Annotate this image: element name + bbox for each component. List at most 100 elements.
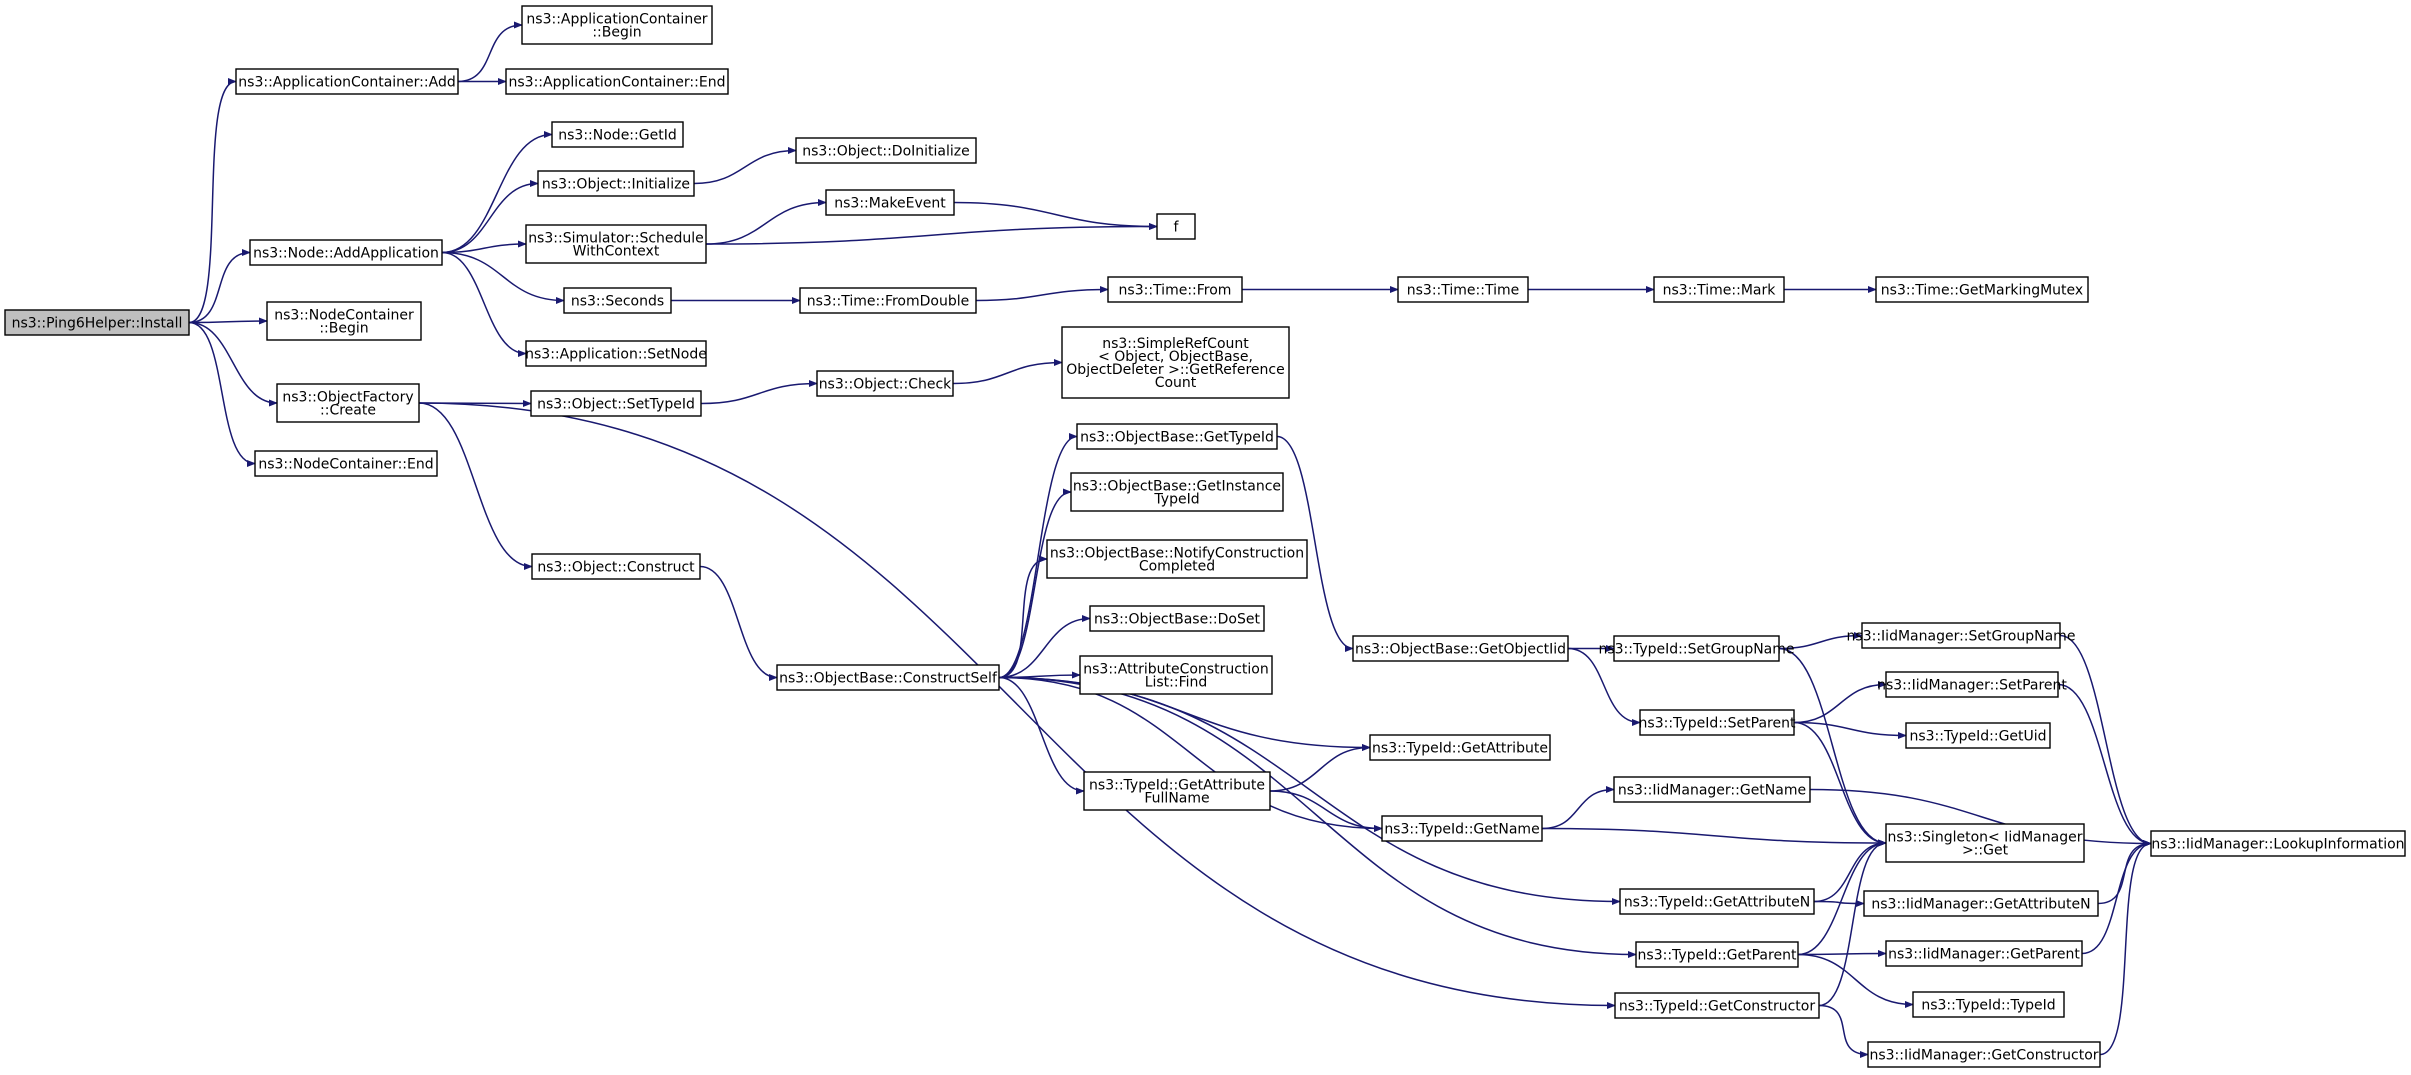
node-box	[4, 309, 190, 336]
node-ns3-typeid-setgroupname[interactable]: ns3::TypeId::SetGroupName	[1598, 635, 1795, 662]
node-ns3-objectbase-notifyconstruction-completed[interactable]: ns3::ObjectBase::NotifyConstructionCompl…	[1046, 539, 1308, 579]
node-ns3-object-initialize[interactable]: ns3::Object::Initialize	[537, 170, 695, 197]
node-box	[1070, 472, 1284, 512]
edge-tid_getparent-to-tid_typeid	[1797, 953, 1914, 1009]
node-ns3-typeid-getuid[interactable]: ns3::TypeId::GetUid	[1905, 722, 2051, 749]
node-ns3-iidmanager-getname[interactable]: ns3::IidManager::GetName	[1613, 776, 1811, 803]
node-ns3-applicationcontainer-begin[interactable]: ns3::ApplicationContainer::Begin	[521, 5, 713, 45]
node-box	[1369, 734, 1551, 761]
edge-ob_constructself-to-ob_getinstance	[998, 488, 1072, 679]
node-ns3-node-addapplication[interactable]: ns3::Node::AddApplication	[249, 239, 443, 266]
node-box	[1083, 771, 1271, 811]
node-ns3-object-construct[interactable]: ns3::Object::Construct	[531, 553, 701, 580]
edge-tid_setparent-to-singleton_get	[1793, 721, 1887, 847]
node-ns3-time-from[interactable]: ns3::Time::From	[1107, 276, 1243, 303]
node-label: ns3::TypeId::GetName	[1384, 822, 1539, 838]
node-ns3-time-getmarkingmutex[interactable]: ns3::Time::GetMarkingMutex	[1875, 276, 2089, 303]
node-box	[276, 383, 420, 423]
node-ns3-object-settypeid[interactable]: ns3::Object::SetTypeId	[530, 390, 702, 417]
node-box	[266, 301, 422, 341]
node-box	[249, 239, 443, 266]
node-ns3-objectbase-gettypeid[interactable]: ns3::ObjectBase::GetTypeId	[1076, 423, 1278, 450]
function-nodes: ns3::Ping6Helper::Installns3::Applicatio…	[4, 5, 2406, 1068]
node-box	[816, 370, 954, 397]
node-label: ns3::NodeContainer::End	[258, 457, 433, 473]
node-ns3-objectbase-doset[interactable]: ns3::ObjectBase::DoSet	[1089, 605, 1265, 632]
node-label: ObjectDeleter >::GetReference	[1066, 362, 1284, 378]
node-label: ns3::ObjectBase::GetTypeId	[1080, 430, 1274, 446]
edge-tid_setparent-to-tid_getuid	[1793, 721, 1907, 740]
node-ns3-ping6helper-install[interactable]: ns3::Ping6Helper::Install	[4, 309, 190, 336]
edge-node_addapp-to-sim_sched	[441, 240, 527, 254]
edge-ob_constructself-to-ob_notify	[998, 555, 1048, 679]
node-box	[1885, 940, 2083, 967]
node-ns3-objectbase-constructself[interactable]: ns3::ObjectBase::ConstructSelf	[776, 664, 1000, 691]
node-ns3-typeid-setparent[interactable]: ns3::TypeId::SetParent	[1639, 709, 1796, 736]
node-ns3-singleton-iidmanager-get[interactable]: ns3::Singleton< IidManager >::Get	[1885, 823, 2085, 863]
node-ns3-application-setnode[interactable]: ns3::Application::SetNode	[525, 340, 707, 367]
edge-install-to-nc_begin	[188, 317, 268, 325]
node-box	[1089, 605, 1265, 632]
node-label: ns3::TypeId::SetParent	[1639, 716, 1796, 732]
node-label: ns3::MakeEvent	[834, 196, 946, 212]
node-box	[1613, 635, 1780, 662]
node-box	[254, 450, 438, 477]
node-box	[2150, 830, 2406, 857]
node-ns3-time-mark[interactable]: ns3::Time::Mark	[1653, 276, 1785, 303]
node-ns3-time-fromdouble[interactable]: ns3::Time::FromDouble	[799, 287, 977, 314]
node-label: ns3::Application::SetNode	[525, 347, 707, 363]
node-box	[525, 224, 707, 264]
node-ns3-typeid-getconstructor[interactable]: ns3::TypeId::GetConstructor	[1614, 992, 1820, 1019]
edge-tid_setgroupname-to-iid_setgroupname	[1778, 631, 1863, 650]
edge-app_add-to-app_begin	[457, 21, 523, 83]
node-label: ns3::IidManager::SetParent	[1877, 678, 2067, 694]
node-ns3-typeid-getname[interactable]: ns3::TypeId::GetName	[1381, 815, 1543, 842]
node-label: ns3::Seconds	[571, 294, 664, 310]
node-label: ns3::AttributeConstruction	[1083, 662, 1268, 678]
node-label: ns3::Object::Check	[819, 377, 952, 393]
edge-ob_constructself-to-tid_getname	[998, 676, 1383, 833]
node-ns3-typeid-getattributen[interactable]: ns3::TypeId::GetAttributeN	[1619, 888, 1815, 915]
node-label: Count	[1155, 375, 1197, 391]
edge-install-to-node_addapp	[188, 248, 251, 324]
node-ns3-seconds[interactable]: ns3::Seconds	[563, 287, 672, 314]
node-ns3-simplerefcount-object-objectbase-objectdeleter-getreference-count[interactable]: ns3::SimpleRefCount< Object, ObjectBase,…	[1061, 326, 1290, 399]
node-ns3-typeid-getattribute[interactable]: ns3::TypeId::GetAttribute	[1369, 734, 1551, 761]
node-ns3-applicationcontainer-end[interactable]: ns3::ApplicationContainer::End	[505, 68, 729, 95]
node-ns3-iidmanager-setparent[interactable]: ns3::IidManager::SetParent	[1877, 671, 2067, 698]
node-ns3-iidmanager-getparent[interactable]: ns3::IidManager::GetParent	[1885, 940, 2083, 967]
node-box	[1613, 776, 1811, 803]
node-ns3-time-time[interactable]: ns3::Time::Time	[1397, 276, 1529, 303]
node-box	[1046, 539, 1308, 579]
node-ns3-typeid-typeid[interactable]: ns3::TypeId::TypeId	[1912, 991, 2065, 1018]
node-ns3-object-doinitialize[interactable]: ns3::Object::DoInitialize	[795, 137, 977, 164]
node-ns3-objectbase-getobjectiid[interactable]: ns3::ObjectBase::GetObjectIid	[1352, 635, 1569, 662]
node-ns3-applicationcontainer-add[interactable]: ns3::ApplicationContainer::Add	[235, 68, 459, 95]
node-label: >::Get	[1962, 843, 2009, 859]
node-ns3-object-check[interactable]: ns3::Object::Check	[816, 370, 954, 397]
node-ns3-iidmanager-setgroupname[interactable]: ns3::IidManager::SetGroupName	[1847, 622, 2076, 649]
node-ns3-node-getid[interactable]: ns3::Node::GetId	[551, 121, 684, 148]
node-box	[505, 68, 729, 95]
node-ns3-makeevent[interactable]: ns3::MakeEvent	[825, 189, 955, 216]
node-ns3-iidmanager-getattributen[interactable]: ns3::IidManager::GetAttributeN	[1863, 890, 2099, 917]
node-box	[1885, 671, 2059, 698]
node-ns3-typeid-getparent[interactable]: ns3::TypeId::GetParent	[1635, 941, 1799, 968]
node-ns3-objectfactory-create[interactable]: ns3::ObjectFactory::Create	[276, 383, 420, 423]
edge-iid_setgroupname-to-iid_lookup	[2059, 634, 2152, 848]
node-ns3-nodecontainer-end[interactable]: ns3::NodeContainer::End	[254, 450, 438, 477]
edge-tid_getconstructor-to-iid_getconstructor	[1818, 1004, 1869, 1059]
node-box	[1156, 213, 1196, 240]
node-f[interactable]: f	[1156, 213, 1196, 240]
node-ns3-iidmanager-getconstructor[interactable]: ns3::IidManager::GetConstructor	[1867, 1041, 2101, 1068]
node-ns3-nodecontainer-begin[interactable]: ns3::NodeContainer::Begin	[266, 301, 422, 341]
node-ns3-iidmanager-lookupinformation[interactable]: ns3::IidManager::LookupInformation	[2150, 830, 2406, 857]
node-label: ns3::ObjectBase::ConstructSelf	[779, 671, 998, 687]
node-label: ::Begin	[592, 25, 641, 41]
edge-iid_getconstructor-to-iid_lookup	[2099, 839, 2152, 1056]
node-label: List::Find	[1145, 675, 1208, 691]
